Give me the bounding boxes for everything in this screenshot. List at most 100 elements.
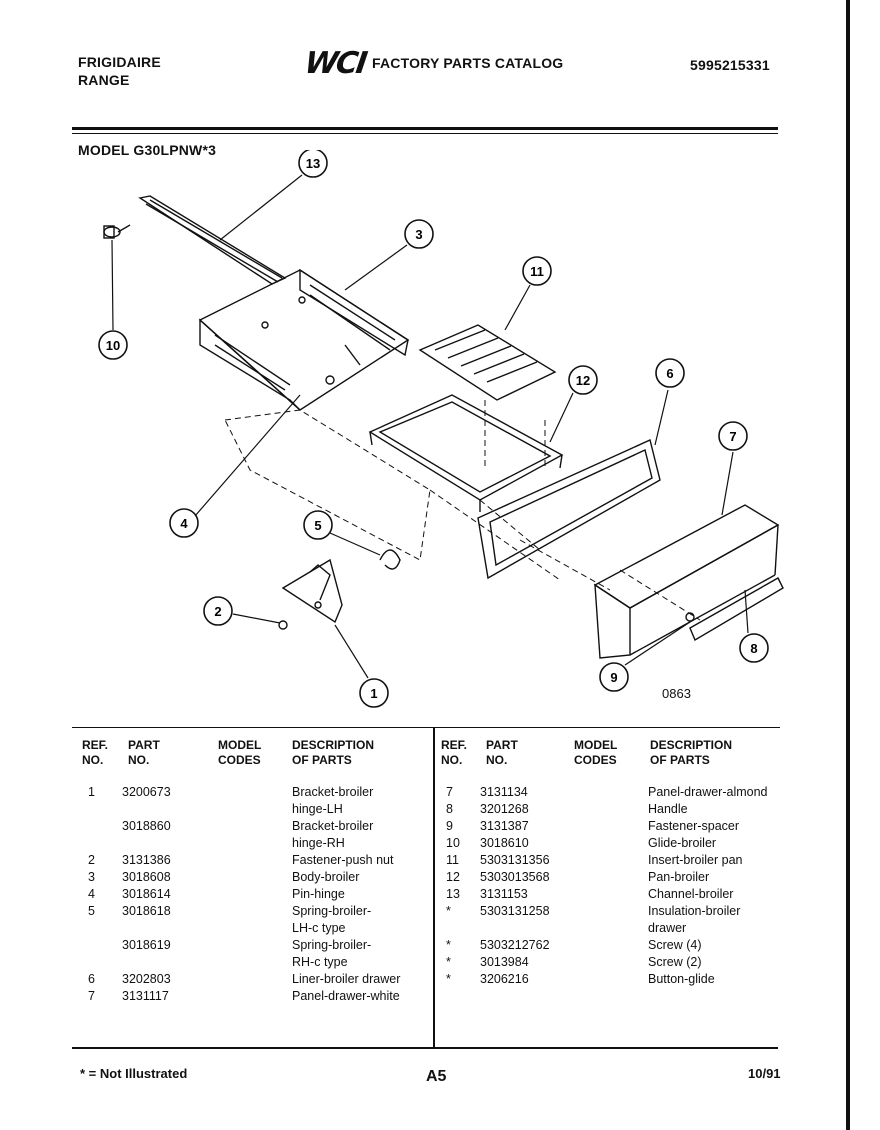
table-cell-desc: LH-c type bbox=[292, 921, 346, 935]
table-cell-desc: Handle bbox=[648, 802, 688, 816]
svg-text:5: 5 bbox=[314, 518, 321, 533]
table-cell-desc: drawer bbox=[648, 921, 687, 935]
svg-text:6: 6 bbox=[666, 366, 673, 381]
callout-6: 6 bbox=[655, 358, 685, 388]
table-cell-ref: 3 bbox=[88, 870, 95, 884]
brand-block: FRIGIDAIRE RANGE bbox=[78, 53, 161, 89]
callout-8: 8 bbox=[739, 633, 769, 663]
table-cell-part: 3131387 bbox=[480, 819, 529, 833]
fastener-spacer-part bbox=[685, 612, 695, 622]
table-cell-ref: 1 bbox=[88, 785, 95, 799]
table-cell-ref: 10 bbox=[446, 836, 460, 850]
callout-1: 1 bbox=[359, 678, 389, 708]
table-cell-part: 5303131258 bbox=[480, 904, 550, 918]
svg-text:4: 4 bbox=[180, 516, 188, 531]
table-cell-desc: Spring-broiler- bbox=[292, 904, 372, 918]
svg-text:13: 13 bbox=[306, 156, 320, 171]
table-cell-desc: Pin-hinge bbox=[292, 887, 345, 901]
push-nut-part bbox=[278, 620, 288, 630]
svg-text:12: 12 bbox=[576, 373, 590, 388]
callout-12: 12 bbox=[568, 365, 598, 395]
table-cell-desc: Pan-broiler bbox=[648, 870, 710, 884]
callout-7: 7 bbox=[718, 421, 748, 451]
table-cell-ref: 8 bbox=[446, 802, 453, 816]
table-cell-part: 3131386 bbox=[122, 853, 171, 867]
table-cell-part: 3018614 bbox=[122, 887, 171, 901]
table-bottom-rule bbox=[72, 1047, 778, 1049]
wci-logo: WCI bbox=[302, 46, 368, 81]
svg-text:1: 1 bbox=[370, 686, 377, 701]
bracket-hinge-part bbox=[281, 558, 343, 624]
table-cell-desc: Bracket-broiler bbox=[292, 785, 374, 799]
revision-date: 10/91 bbox=[748, 1066, 781, 1081]
product-type: RANGE bbox=[78, 72, 130, 88]
table-cell-part: 3013984 bbox=[480, 955, 529, 969]
table-cell-part: 3131153 bbox=[480, 887, 528, 901]
panel-drawer-part bbox=[593, 504, 780, 659]
brand-name: FRIGIDAIRE bbox=[78, 54, 161, 70]
table-cell-desc: Panel-drawer-white bbox=[292, 989, 400, 1003]
table-cell-ref: * bbox=[446, 938, 451, 952]
callout-13: 13 bbox=[298, 150, 328, 178]
table-cell-part: 5303131356 bbox=[480, 853, 550, 867]
figure-number: 0863 bbox=[662, 686, 691, 701]
table-cell-desc: Fastener-push nut bbox=[292, 853, 394, 867]
svg-text:10: 10 bbox=[106, 338, 120, 353]
table-cell-part: 3131134 bbox=[480, 785, 528, 799]
exploded-parts-diagram: 13 10 3 11 12 6 7 4 5 2 1 8 9 bbox=[98, 150, 784, 708]
table-cell-part: 5303013568 bbox=[480, 870, 550, 884]
callout-10: 10 bbox=[98, 330, 128, 360]
table-cell-desc: Channel-broiler bbox=[648, 887, 734, 901]
parts-table bbox=[72, 727, 780, 1048]
callout-2: 2 bbox=[203, 596, 233, 626]
page-number: A5 bbox=[426, 1068, 447, 1085]
table-cell-ref: 9 bbox=[446, 819, 453, 833]
table-cell-part: 3206216 bbox=[480, 972, 529, 986]
handle-part bbox=[689, 577, 784, 642]
broiler-pan-part bbox=[368, 394, 564, 512]
table-cell-desc: Glide-broiler bbox=[648, 836, 717, 850]
table-cell-desc: Fastener-spacer bbox=[648, 819, 740, 833]
table-cell-desc: Bracket-broiler bbox=[292, 819, 374, 833]
svg-text:7: 7 bbox=[729, 429, 736, 444]
table-cell-part: 3018618 bbox=[122, 904, 171, 918]
table-cell-ref: 12 bbox=[446, 870, 460, 884]
table-cell-desc: Panel-drawer-almond bbox=[648, 785, 768, 799]
table-cell-ref: 13 bbox=[446, 887, 460, 901]
table-divider bbox=[433, 727, 435, 1047]
table-cell-part: 3018610 bbox=[480, 836, 529, 850]
table-cell-desc: RH-c type bbox=[292, 955, 348, 969]
table-cell-desc: Spring-broiler- bbox=[292, 938, 372, 952]
table-cell-part: 3018608 bbox=[122, 870, 171, 884]
broiler-body-part bbox=[198, 268, 410, 411]
table-cell-ref: 11 bbox=[446, 853, 459, 867]
header-rule bbox=[72, 127, 778, 130]
header-ref-right: REF.NO. bbox=[441, 738, 468, 767]
channel-broiler-part bbox=[138, 195, 287, 285]
table-cell-desc: hinge-RH bbox=[292, 836, 345, 850]
table-cell-desc: Screw (4) bbox=[648, 938, 702, 952]
callout-5: 5 bbox=[303, 510, 333, 540]
svg-text:11: 11 bbox=[530, 264, 544, 279]
table-cell-part: 3018860 bbox=[122, 819, 171, 833]
table-cell-part: 3202803 bbox=[122, 972, 171, 986]
table-cell-ref: 2 bbox=[88, 853, 95, 867]
table-cell-part: 5303212762 bbox=[480, 938, 550, 952]
table-cell-desc: Screw (2) bbox=[648, 955, 702, 969]
table-cell-ref: 4 bbox=[88, 887, 95, 901]
insert-broiler-pan-part bbox=[418, 324, 557, 401]
callout-9: 9 bbox=[599, 662, 629, 692]
table-cell-ref: * bbox=[446, 972, 451, 986]
svg-text:8: 8 bbox=[750, 641, 757, 656]
svg-text:3: 3 bbox=[415, 227, 422, 242]
table-cell-desc: Insulation-broiler bbox=[648, 904, 741, 918]
liner-broiler-drawer-part bbox=[477, 439, 661, 580]
table-cell-desc: hinge-LH bbox=[292, 802, 343, 816]
table-cell-part: 3201268 bbox=[480, 802, 529, 816]
table-cell-ref: 5 bbox=[88, 904, 95, 918]
